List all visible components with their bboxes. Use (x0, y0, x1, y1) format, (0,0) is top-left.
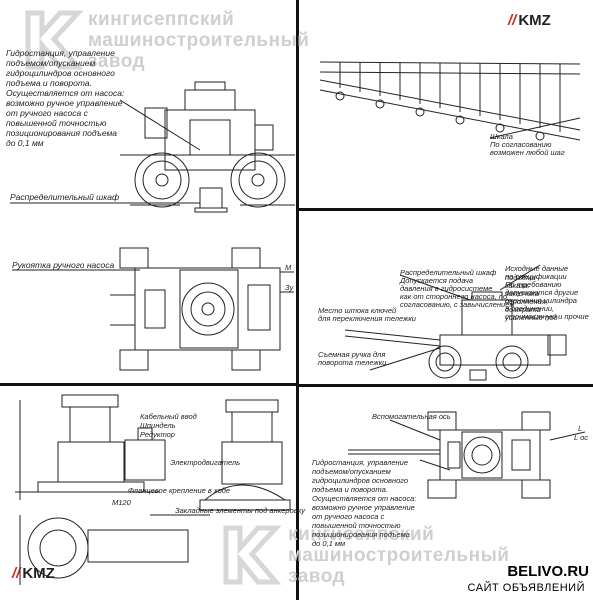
tl-note3: Рукоятка ручного насоса (12, 260, 115, 270)
vertical-divider (296, 0, 299, 600)
belivo-tagline: САЙТ ОБЪЯВЛЕНИЙ (467, 582, 585, 594)
divider-left (0, 383, 296, 386)
tl-side2: Зу (285, 283, 294, 292)
drawing-top-left (10, 81, 295, 371)
watermark-line1: кингисеппский (88, 9, 235, 30)
tl-side1: М (285, 263, 292, 272)
watermark-line1: кингисеппский (288, 524, 435, 545)
kmz-logo-bottom: //KMZ (12, 565, 55, 582)
drawing-top-right (319, 61, 581, 141)
tl-note2: Распределительный шкаф (10, 192, 120, 202)
watermark-line3: завод (288, 566, 346, 587)
watermark-line2: машиностроительный (88, 30, 310, 51)
br-side-l: L (578, 424, 583, 433)
br-note1: Вспомогательная ось (372, 412, 451, 421)
belivo-logo[interactable]: BELIVO.RU (507, 563, 589, 580)
drawing-middle-right (344, 264, 567, 381)
br-side-los: L ос (574, 433, 589, 442)
drawing-bottom-left (15, 394, 291, 585)
watermark-line2: машиностроительный (288, 545, 510, 566)
divider-right-top (299, 208, 593, 211)
divider-right-bottom (299, 384, 593, 387)
kmz-logo-top: //KMZ (508, 12, 551, 29)
watermark-line3: завод (88, 51, 146, 72)
